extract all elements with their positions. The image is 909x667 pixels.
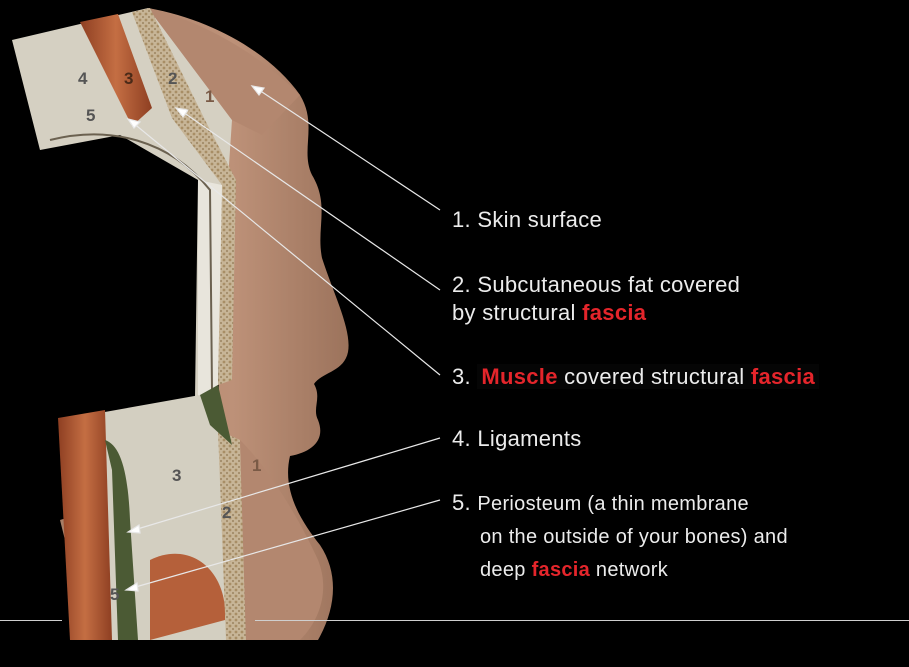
layer-number-2-upper: 2 [168, 69, 177, 88]
label-5-line1: Periosteum (a thin membrane [477, 493, 749, 515]
label-2-line1: Subcutaneous fat covered [477, 272, 740, 297]
label-5-fascia: fascia [532, 559, 591, 581]
label-3-muscle: Muscle [481, 364, 557, 389]
layer-number-5-lower: 5 [110, 585, 119, 604]
label-3-bar: Muscle covered structural fascia [477, 364, 819, 389]
layer-number-1-lower: 1 [252, 456, 261, 475]
label-1-number: 1. [452, 207, 471, 232]
label-muscle: 3. Muscle covered structural fascia [452, 363, 819, 391]
label-1-text: Skin surface [477, 207, 602, 232]
lower-muscle-front [58, 410, 112, 640]
label-subcutaneous-fat: 2. Subcutaneous fat covered by structura… [452, 271, 740, 327]
layer-number-3-upper: 3 [124, 69, 133, 88]
label-3-mid: covered structural [558, 364, 751, 389]
label-skin-surface: 1. Skin surface [452, 206, 602, 234]
label-2-fascia: fascia [582, 300, 646, 325]
label-periosteum: 5. Periosteum (a thin membrane on the ou… [452, 487, 788, 586]
divider-left [0, 620, 62, 621]
layer-number-3-lower: 3 [172, 466, 181, 485]
label-5-line3-pre: deep [480, 559, 532, 581]
divider-right [255, 620, 909, 621]
label-5-line3-post: network [590, 559, 668, 581]
label-5-number: 5. [452, 490, 471, 515]
label-2-number: 2. [452, 272, 471, 297]
layer-number-5-upper: 5 [86, 106, 95, 125]
layer-number-2-lower: 2 [222, 503, 231, 522]
label-5-line2: on the outside of your bones) and [480, 526, 788, 548]
label-3-fascia: fascia [751, 364, 815, 389]
label-4-number: 4. [452, 426, 471, 451]
label-3-number: 3. [452, 364, 471, 389]
label-2-line2-pre: by structural [452, 300, 582, 325]
layer-number-1-upper: 1 [205, 87, 214, 106]
label-4-text: Ligaments [477, 426, 581, 451]
layer-number-4-upper: 4 [78, 69, 88, 88]
label-ligaments: 4. Ligaments [452, 425, 582, 453]
